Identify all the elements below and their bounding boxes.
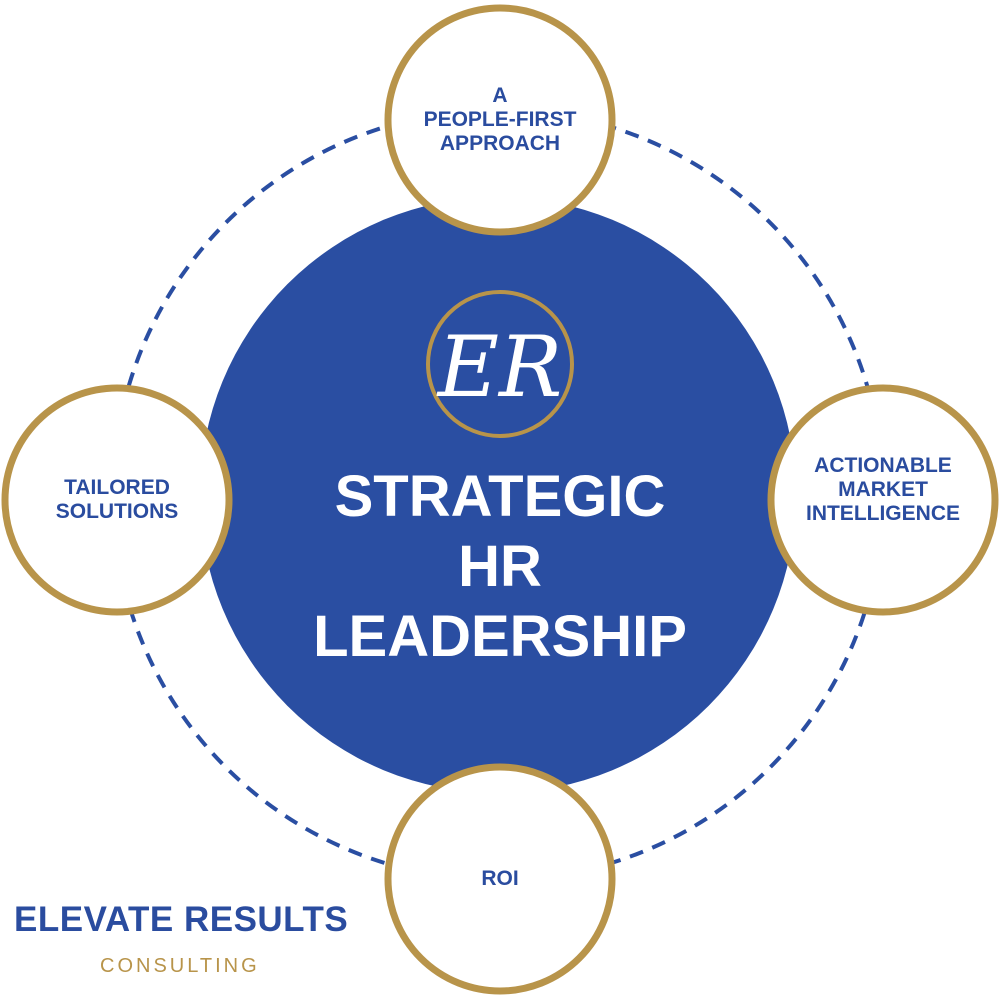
node-bottom-circle	[384, 763, 616, 995]
node-left-circle	[1, 384, 233, 616]
node-right-circle	[767, 384, 999, 616]
center-title: STRATEGIC HR LEADERSHIP	[313, 464, 687, 669]
center-circle	[200, 197, 796, 793]
node-left-label: TAILORED SOLUTIONS	[55, 476, 179, 523]
node-right-label: ACTIONABLE MARKET INTELLIGENCE	[805, 454, 960, 525]
node-top-circle	[384, 4, 616, 236]
monogram-text: ER	[436, 318, 563, 416]
brand-subtitle: CONSULTING	[100, 955, 260, 977]
node-top-label: A PEOPLE-FIRST APPROACH	[423, 84, 577, 155]
brand-name: ELEVATE RESULTS	[14, 900, 349, 939]
node-bottom-label: ROI	[481, 867, 519, 890]
monogram-ring	[426, 290, 574, 438]
